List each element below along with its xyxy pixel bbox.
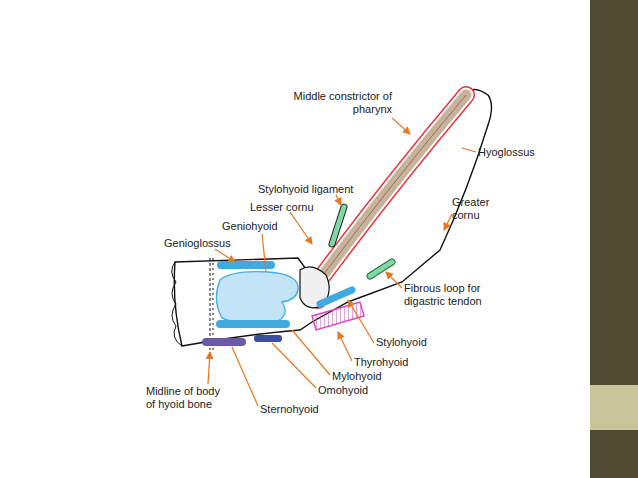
leader-line — [348, 300, 374, 343]
geniohyoid-mark — [216, 272, 298, 325]
midline — [210, 258, 211, 350]
leader-line — [386, 272, 402, 288]
part-label: Fibrous loop for digastric tendon — [404, 282, 500, 308]
part-label: Stylohyoid ligament — [258, 183, 353, 196]
leader-line — [272, 343, 316, 388]
part-label: Stylohyoid — [376, 336, 427, 349]
part-label: Lesser cornu — [250, 201, 314, 214]
part-label: Hyoglossus — [478, 146, 535, 159]
leader-line — [292, 330, 330, 375]
part-label: Omohyoid — [318, 384, 368, 397]
hyoid-bone — [174, 90, 491, 346]
sternohyoid-mark — [202, 338, 246, 346]
band-gap — [313, 95, 466, 300]
leader-line — [336, 195, 341, 205]
omohyoid-mark — [254, 335, 282, 342]
leader-line — [444, 214, 452, 230]
leader-line — [290, 212, 312, 244]
part-label: Geniohyoid — [222, 220, 278, 233]
constrictor-band — [313, 95, 466, 300]
part-label: Sternohyoid — [260, 403, 319, 416]
thyrohyoid-mark — [312, 302, 364, 330]
cut-edge — [172, 262, 182, 346]
leader-line — [392, 118, 410, 134]
midline — [213, 258, 214, 350]
mylohyoid-mark — [216, 320, 290, 328]
leader-line — [338, 332, 352, 361]
band-line — [313, 95, 466, 300]
side-square — [590, 385, 638, 430]
ligament-outline — [332, 207, 344, 244]
leader-line — [208, 352, 210, 384]
hyoglossus-band — [313, 95, 466, 300]
part-label: Genioglossus — [164, 237, 231, 250]
leader-line — [262, 234, 266, 272]
part-label: Mylohyoid — [332, 370, 382, 383]
genioglossus-mark — [217, 261, 275, 269]
leader-line — [232, 347, 258, 406]
part-label: Middle constrictor of pharynx — [290, 90, 392, 116]
part-label: Greater cornu — [452, 196, 502, 222]
leader-line — [462, 148, 476, 152]
part-label: Thyrohyoid — [354, 356, 408, 369]
stylohyoid-mark — [320, 290, 352, 304]
part-label: Midline of body of hyoid bone — [146, 385, 232, 411]
leader-line — [215, 249, 235, 262]
stylohyoid-ligament — [332, 207, 344, 244]
side-strip — [590, 0, 638, 478]
